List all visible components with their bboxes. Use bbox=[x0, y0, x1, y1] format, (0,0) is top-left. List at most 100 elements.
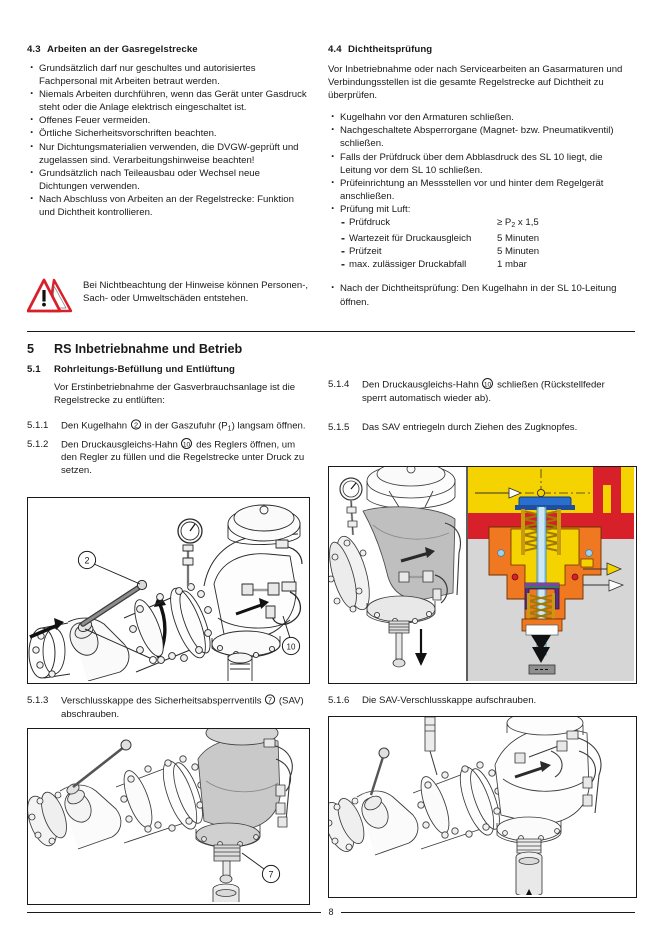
list-item: Örtliche Sicherheitsvorschriften beachte… bbox=[27, 126, 309, 140]
test-label: max. zulässiger Druckabfall bbox=[349, 259, 467, 271]
callout-7: 7 bbox=[241, 852, 281, 884]
list-item: Prüfeinrichtung an Messstellen vor und h… bbox=[328, 176, 628, 203]
test-label: Wartezeit für Druckausgleich bbox=[349, 233, 472, 245]
section-5-1: 5.1 Rohrleitungs-Befüllung und Entlüftung… bbox=[27, 364, 309, 407]
list-item: Nur Dichtungsmaterialien verwenden, die … bbox=[27, 140, 309, 167]
steps-right-top: 5.1.4 Den Druckausgleichs-Hahn 10 schließ… bbox=[328, 378, 628, 436]
page-footer: 8 bbox=[0, 902, 662, 922]
test-value-prefix: ≥ P bbox=[497, 217, 512, 229]
callout-marker-7-icon: 7 bbox=[265, 694, 276, 705]
step-5-1-1-number: 5.1.1 bbox=[27, 420, 49, 431]
callout-2: 2 bbox=[77, 550, 141, 585]
svg-text:10: 10 bbox=[287, 643, 296, 652]
steps-left-top: 5.1.1 Den Kugelhahn 2 in der Gaszufuhr (P… bbox=[27, 419, 309, 479]
test-value: 5 Minuten bbox=[497, 246, 540, 258]
svg-text:2: 2 bbox=[134, 421, 138, 430]
warning-text: Bei Nichtbeachtung der Hinweise können P… bbox=[83, 280, 309, 305]
section-5-1-intro: Vor Erstinbetriebnahme der Gasverbrauchs… bbox=[54, 382, 296, 407]
section-5-title: RS Inbetriebnahme und Betrieb bbox=[54, 342, 243, 356]
figure-sav-cap-unscrew: 7 bbox=[27, 728, 310, 905]
step-5-1-6-text: Die SAV-Verschlusskappe aufschrauben. bbox=[362, 695, 537, 706]
step-5-1-2-text-after: des Reglers öffnen, um den Regler zu fül… bbox=[61, 439, 305, 477]
list-item: Niemals Arbeiten durchführen, wenn das G… bbox=[27, 87, 309, 114]
section-4-4-number: 4.4 bbox=[328, 44, 342, 55]
list-item: Prüfung mit Luft: Prüfdruck ≥ P2 x 1,5 Wa… bbox=[328, 202, 628, 272]
section-4-3-title: Arbeiten an der Gasregelstrecke bbox=[47, 44, 198, 55]
section-4-4-title: Dichtheitsprüfung bbox=[348, 44, 433, 55]
step-5-1-3-text-after: (SAV) abschrauben. bbox=[61, 695, 304, 720]
step-5-1-6-number: 5.1.6 bbox=[328, 695, 350, 706]
step-5-1-4: 5.1.4 Den Druckausgleichs-Hahn 10 schließ… bbox=[328, 378, 628, 405]
step-5-1-5: 5.1.5 Das SAV entriegeln durch Ziehen des… bbox=[328, 421, 628, 434]
list-item: Offenes Feuer vermeiden. bbox=[27, 113, 309, 127]
test-heading-label: Prüfung mit Luft: bbox=[340, 203, 411, 215]
list-item: Falls der Prüfdruck über dem Abblasdruck… bbox=[328, 150, 628, 177]
page-number: 8 bbox=[321, 902, 341, 922]
section-4-3-number: 4.3 bbox=[27, 44, 41, 55]
warning-notice: Bei Nichtbeachtung der Hinweise können P… bbox=[26, 277, 309, 317]
section-divider bbox=[27, 331, 635, 333]
svg-text:2: 2 bbox=[84, 556, 89, 566]
callout-10: 10 bbox=[281, 615, 301, 656]
step-5-1-1-text-mid: in der Gaszufuhr (P bbox=[141, 420, 228, 432]
figure-ball-valve-regulator: 2 10 bbox=[27, 497, 310, 684]
figure-sav-cap-screw-on bbox=[328, 716, 637, 898]
step-5-1-3-text-before: Verschlusskappe des Sicherheitsabsperrve… bbox=[61, 695, 265, 707]
step-5-1-2: 5.1.2 Den Druckausgleichs-Hahn 10 des Reg… bbox=[27, 437, 309, 478]
step-5-1-2-text-before: Den Druckausgleichs-Hahn bbox=[61, 439, 181, 451]
list-item: Grundsätzlich nach Teileausbau oder Wech… bbox=[27, 166, 309, 193]
svg-text:10: 10 bbox=[484, 381, 492, 388]
section-5-1-number: 5.1 bbox=[27, 364, 41, 375]
test-value-suffix: x 1,5 bbox=[515, 217, 539, 229]
section-4-4-intro: Vor Inbetriebnahme oder nach Servicearbe… bbox=[328, 64, 623, 102]
step-5-1-6-caption: 5.1.6 Die SAV-Verschlusskappe aufschraube… bbox=[328, 694, 628, 709]
callout-marker-2-icon: 2 bbox=[130, 419, 141, 430]
step-5-1-4-text-before: Den Druckausgleichs-Hahn bbox=[362, 379, 482, 391]
section-4-3-heading: 4.3 Arbeiten an der Gasregelstrecke bbox=[27, 44, 309, 55]
svg-text:10: 10 bbox=[183, 441, 191, 448]
test-label: Prüfzeit bbox=[349, 246, 382, 258]
section-4-3: 4.3 Arbeiten an der Gasregelstrecke Grund… bbox=[27, 44, 309, 219]
list-item: Grundsätzlich darf nur geschultes und au… bbox=[27, 61, 309, 88]
test-value-subscript: 2 bbox=[511, 222, 516, 230]
warning-triangle-icon bbox=[26, 277, 73, 317]
list-item: Kugelhahn vor den Armaturen schließen. bbox=[328, 110, 628, 124]
section-5-1-title: Rohrleitungs-Befüllung und Entlüftung bbox=[54, 364, 235, 375]
list-item: Nachgeschaltete Absperrorgane (Magnet- b… bbox=[328, 123, 628, 150]
table-row: Prüfzeit 5 Minuten bbox=[340, 245, 628, 258]
step-5-1-3-number: 5.1.3 bbox=[27, 695, 49, 706]
test-value: 5 Minuten bbox=[497, 233, 540, 245]
step-5-1-6: 5.1.6 Die SAV-Verschlusskappe aufschraube… bbox=[328, 694, 628, 707]
section-4-4-bullet-list: Kugelhahn vor den Armaturen schließen. N… bbox=[328, 110, 628, 272]
step-5-1-3: 5.1.3 Verschlusskappe des Sicherheitsabsp… bbox=[27, 694, 309, 721]
step-5-1-1: 5.1.1 Den Kugelhahn 2 in der Gaszufuhr (P… bbox=[27, 419, 309, 436]
section-4-3-bullet-list: Grundsätzlich darf nur geschultes und au… bbox=[27, 61, 309, 219]
test-value: 1 mbar bbox=[497, 259, 527, 271]
test-value: ≥ P2 x 1,5 bbox=[497, 217, 539, 230]
section-4-4-heading: 4.4 Dichtheitsprüfung bbox=[328, 44, 628, 55]
callout-marker-10-icon: 10 bbox=[482, 378, 494, 389]
pressure-test-table: Prüfdruck ≥ P2 x 1,5 Wartezeit für Drucka… bbox=[340, 216, 628, 271]
svg-text:7: 7 bbox=[268, 696, 272, 705]
step-5-1-5-text: Das SAV entriegeln durch Ziehen des Zugk… bbox=[362, 421, 578, 433]
table-row: max. zulässiger Druckabfall 1 mbar bbox=[340, 258, 628, 271]
step-5-1-4-number: 5.1.4 bbox=[328, 379, 350, 390]
step-5-1-2-number: 5.1.2 bbox=[27, 438, 49, 450]
step-5-1-5-number: 5.1.5 bbox=[328, 421, 350, 433]
figure-sav-unlock-cross-section bbox=[328, 466, 637, 684]
list-item: Nach Abschluss von Arbeiten an der Regel… bbox=[27, 192, 309, 219]
step-5-1-1-text-before: Den Kugelhahn bbox=[61, 420, 130, 432]
section-5-number: 5 bbox=[27, 342, 35, 356]
step-5-1-4-text-after: schließen (Rückstellfeder sperrt automat… bbox=[362, 379, 605, 404]
section-5-1-heading: 5.1 Rohrleitungs-Befüllung und Entlüftung bbox=[27, 364, 309, 375]
section-4-4-closing-list: Nach der Dichtheitsprüfung: Den Kugelhah… bbox=[328, 281, 628, 308]
svg-text:7: 7 bbox=[268, 870, 273, 880]
list-item: Nach der Dichtheitsprüfung: Den Kugelhah… bbox=[328, 281, 628, 308]
section-4-4: 4.4 Dichtheitsprüfung Vor Inbetriebnahme … bbox=[328, 44, 628, 309]
table-row: Wartezeit für Druckausgleich 5 Minuten bbox=[340, 232, 628, 245]
section-5-heading: 5 RS Inbetriebnahme und Betrieb bbox=[27, 342, 635, 356]
test-label: Prüfdruck bbox=[349, 217, 391, 229]
table-row: Prüfdruck ≥ P2 x 1,5 bbox=[340, 216, 628, 232]
step-5-1-3-caption: 5.1.3 Verschlusskappe des Sicherheitsabsp… bbox=[27, 694, 309, 723]
